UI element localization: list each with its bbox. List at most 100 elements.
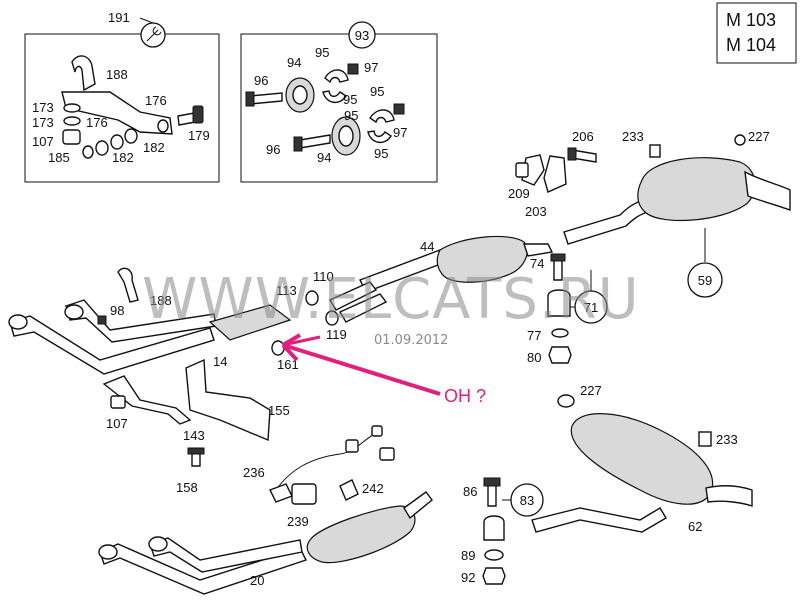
bracket-assembly: 107 143 155 158 [102, 358, 290, 495]
hanger-wire [71, 55, 96, 92]
washer-part [124, 128, 138, 144]
label-158: 158 [176, 480, 198, 495]
bolt-head [567, 147, 577, 161]
label-236: 236 [243, 465, 265, 480]
catalytic-converter [306, 505, 416, 564]
model-box: M 103 M 104 [716, 2, 797, 64]
converter-outlet [403, 491, 433, 520]
y-pipe [328, 281, 378, 311]
bolt-head [483, 477, 501, 487]
support-bracket [102, 375, 192, 425]
label-203: 203 [525, 204, 547, 219]
clamp-half [369, 109, 395, 124]
label-group-71: 71 [584, 300, 598, 315]
front-pipe-assembly: 98 188 14 119 161 [8, 267, 347, 375]
rubber-buffer [698, 431, 712, 447]
label-89: 89 [461, 548, 475, 563]
bolt-part [299, 134, 331, 149]
bolt-part [249, 92, 283, 105]
bolt-head [187, 447, 205, 455]
label-77: 77 [527, 328, 541, 343]
front-pipe-1 [9, 315, 215, 375]
label-96: 96 [266, 142, 280, 157]
tail-pipe [744, 170, 791, 211]
rear-muffler-lower [570, 413, 714, 505]
bolt-head [97, 315, 107, 325]
bolt-part [487, 483, 497, 507]
label-group-93: 93 [355, 28, 369, 43]
washer-part [110, 134, 124, 150]
label-188: 188 [106, 67, 128, 82]
gasket-part [325, 310, 339, 326]
tail-pipe-inlet-lower [531, 507, 667, 533]
front-pipe-lower-2 [149, 537, 303, 573]
label-113: 113 [276, 283, 297, 298]
sensor-plug [371, 425, 383, 437]
sensor-connector [345, 439, 359, 453]
label-233: 233 [716, 432, 738, 447]
label-209: 209 [508, 186, 530, 201]
label-98: 98 [110, 303, 124, 318]
label-110: 110 [313, 269, 334, 284]
annotation-arrow-line [282, 343, 441, 396]
nut-part [82, 145, 94, 159]
label-95: 95 [315, 45, 329, 60]
washer-part [557, 394, 575, 408]
label-188: 188 [150, 293, 172, 308]
oxygen-sensor [269, 483, 293, 503]
nut-part [347, 63, 359, 75]
callout-circle-59 [687, 262, 723, 298]
sensor-clip [291, 483, 317, 505]
label-95: 95 [370, 84, 384, 99]
label-86: 86 [463, 484, 477, 499]
label-119: 119 [326, 327, 347, 342]
clamp-half [324, 69, 349, 84]
label-185: 185 [48, 150, 70, 165]
label-95: 95 [343, 92, 357, 107]
gasket-part [271, 340, 285, 356]
washer-part [484, 549, 504, 561]
tail-pipe-inlet [563, 199, 649, 245]
middle-muffler-assembly: 44 110 113 [276, 235, 554, 323]
label-242: 242 [362, 481, 384, 496]
label-95: 95 [344, 108, 358, 123]
label-92: 92 [461, 570, 475, 585]
label-182: 182 [112, 150, 134, 165]
label-94: 94 [317, 150, 331, 165]
label-group-83: 83 [520, 493, 534, 508]
flange-part [8, 314, 28, 330]
rear-muffler-upper: 59 206 233 227 209 203 [508, 129, 791, 298]
label-227: 227 [580, 383, 602, 398]
exhaust-bracket [61, 91, 173, 135]
label-94: 94 [287, 55, 301, 70]
label-107: 107 [106, 416, 128, 431]
flange-part [98, 544, 118, 560]
label-20: 20 [250, 573, 264, 588]
mount-71-assembly: 71 74 77 80 [527, 253, 608, 365]
washer-part [63, 116, 81, 126]
label-206: 206 [572, 129, 594, 144]
gasket-part [305, 290, 319, 306]
label-143: 143 [183, 428, 205, 443]
tail-pipe-lower [705, 485, 753, 507]
bolt-head [245, 91, 255, 107]
nut-part [515, 162, 529, 178]
callout-circle-93 [348, 21, 376, 49]
label-97: 97 [393, 125, 407, 140]
washer-part [734, 134, 746, 146]
bolt-head [192, 105, 204, 124]
heat-shield-bracket [185, 358, 271, 442]
label-176: 176 [86, 115, 108, 130]
front-pipe-lower [99, 543, 307, 595]
label-179: 179 [188, 128, 210, 143]
middle-muffler [436, 235, 528, 283]
annotation-text: OH ? [444, 386, 486, 406]
label-62: 62 [688, 519, 702, 534]
flange-part [64, 304, 84, 320]
label-96: 96 [254, 73, 268, 88]
clamp-half [367, 130, 392, 143]
model-line-1: M 103 [726, 10, 776, 30]
label-176: 176 [145, 93, 167, 108]
middle-pipe-outlet [523, 243, 554, 257]
